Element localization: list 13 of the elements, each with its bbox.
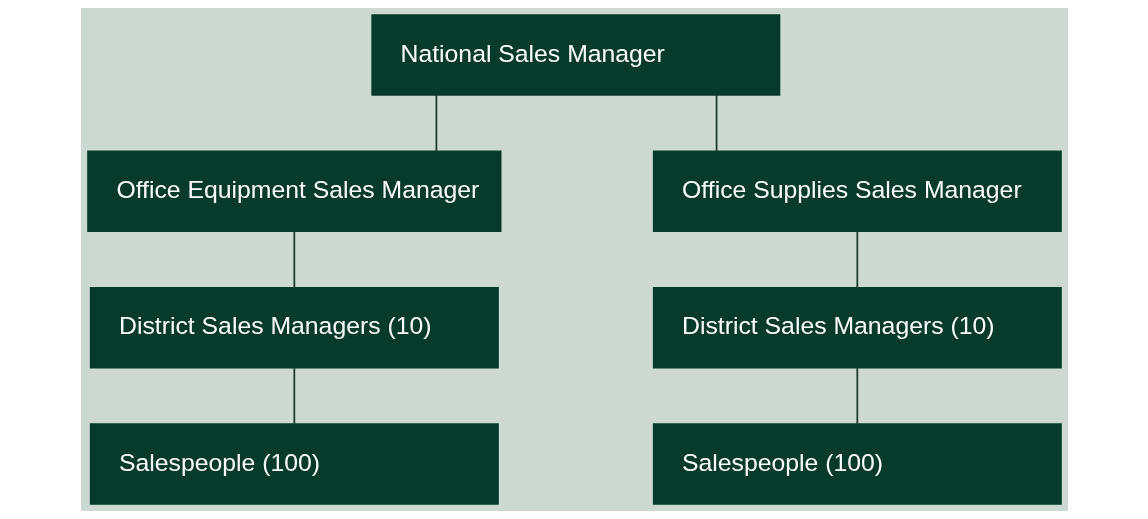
node-box: National Sales Manager	[370, 14, 780, 96]
node-box: Office Equipment Sales Manager	[86, 150, 501, 233]
connector	[855, 366, 858, 425]
connector	[292, 230, 295, 289]
node-box: Salespeople (100)	[652, 423, 1062, 505]
node-box: District Sales Managers (10)	[89, 286, 499, 369]
connector	[435, 94, 437, 153]
node-box: Salespeople (100)	[89, 423, 499, 505]
connector	[715, 94, 717, 153]
node-box: District Sales Managers (10)	[652, 286, 1062, 369]
connector	[292, 366, 295, 425]
connector	[855, 230, 858, 289]
node-box: Office Supplies Sales Manager	[652, 150, 1062, 233]
